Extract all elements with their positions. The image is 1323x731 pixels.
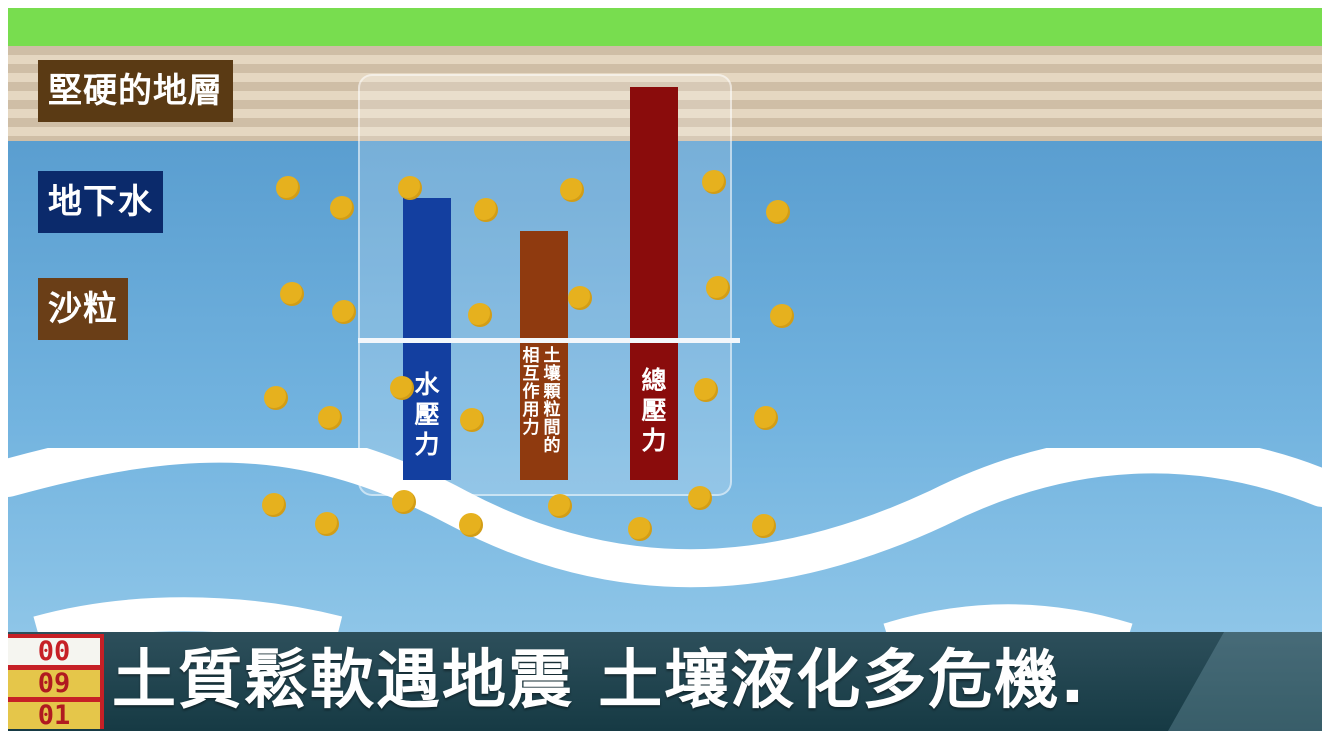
sand-grain <box>392 490 416 514</box>
sand-grain <box>752 514 776 538</box>
sand-grain <box>770 304 794 328</box>
sand-grain <box>706 276 730 300</box>
total-pressure-text: 總壓力 <box>641 366 667 455</box>
grass-surface <box>8 8 1322 46</box>
sand-grain <box>276 176 300 200</box>
sand-grain <box>766 200 790 224</box>
ticker-headline: 土質鬆軟遇地震 土壤液化多危機. <box>112 644 1087 718</box>
sand-grain <box>468 303 492 327</box>
sand-grain <box>390 376 414 400</box>
sand-grain <box>318 406 342 430</box>
sand-grain <box>754 406 778 430</box>
sand-grain <box>460 408 484 432</box>
date-segment-middle: 09 <box>8 670 100 697</box>
soil-wave-stripes <box>8 448 1322 648</box>
bar-particle-force <box>520 231 568 480</box>
sand-grain <box>548 494 572 518</box>
sand-grain <box>330 196 354 220</box>
sand-grain <box>694 378 718 402</box>
sand-grain <box>702 170 726 194</box>
liquefaction-illustration: 堅硬的地層 地下水 沙粒 水壓力 總壓力 土壤顆粒間的 相互作用力 00 09 … <box>8 8 1322 731</box>
particle-force-label-col2: 相互作用力 <box>522 346 540 438</box>
sand-grain <box>688 486 712 510</box>
date-counter: 00 09 01 <box>8 634 104 729</box>
total-pressure-label: 總壓力 <box>630 366 678 456</box>
sand-grain <box>315 512 339 536</box>
particle-force-label-col1: 土壤顆粒間的 <box>543 346 561 456</box>
reference-line <box>358 338 740 343</box>
date-segment-bottom: 01 <box>8 702 100 729</box>
sand-grain <box>474 198 498 222</box>
date-segment-top: 00 <box>8 638 100 665</box>
bar-total-pressure <box>630 87 678 480</box>
news-ticker: 00 09 01 土質鬆軟遇地震 土壤液化多危機. <box>8 632 1322 731</box>
sand-grain <box>264 386 288 410</box>
label-groundwater: 地下水 <box>38 171 163 233</box>
sand-grain <box>398 176 422 200</box>
sand-grain <box>262 493 286 517</box>
water-pressure-label: 水壓力 <box>403 370 451 460</box>
sand-grain <box>568 286 592 310</box>
sand-grain <box>628 517 652 541</box>
water-pressure-text: 水壓力 <box>414 370 440 459</box>
ticker-accent <box>1168 632 1322 731</box>
label-sand-grain: 沙粒 <box>38 278 128 340</box>
sand-grain <box>459 513 483 537</box>
sand-grain <box>332 300 356 324</box>
label-hard-stratum: 堅硬的地層 <box>38 60 233 122</box>
sand-grain <box>560 178 584 202</box>
sand-grain <box>280 282 304 306</box>
